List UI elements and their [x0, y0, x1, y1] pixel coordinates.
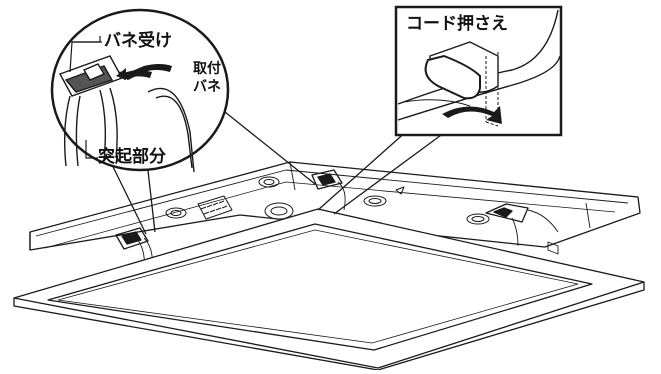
- base-plate-holes: [165, 176, 490, 225]
- light-panel: [13, 208, 645, 371]
- label-cord-holder: コード押さえ: [406, 14, 508, 34]
- label-mounting-spring-line1: 取付: [193, 61, 221, 77]
- spring-detail-callout: [50, 8, 230, 173]
- spring-receiver-right: [485, 203, 559, 255]
- terminal-block: [197, 195, 233, 220]
- insert-arrow: [120, 64, 172, 80]
- label-protrusion: 突起部分: [98, 147, 166, 167]
- label-spring-receiver: バネ受け: [104, 31, 172, 51]
- label-mounting-spring-line2: バネ: [193, 79, 221, 95]
- cord-holder-callout: [394, 5, 563, 137]
- mounting-base-plate: [29, 161, 641, 251]
